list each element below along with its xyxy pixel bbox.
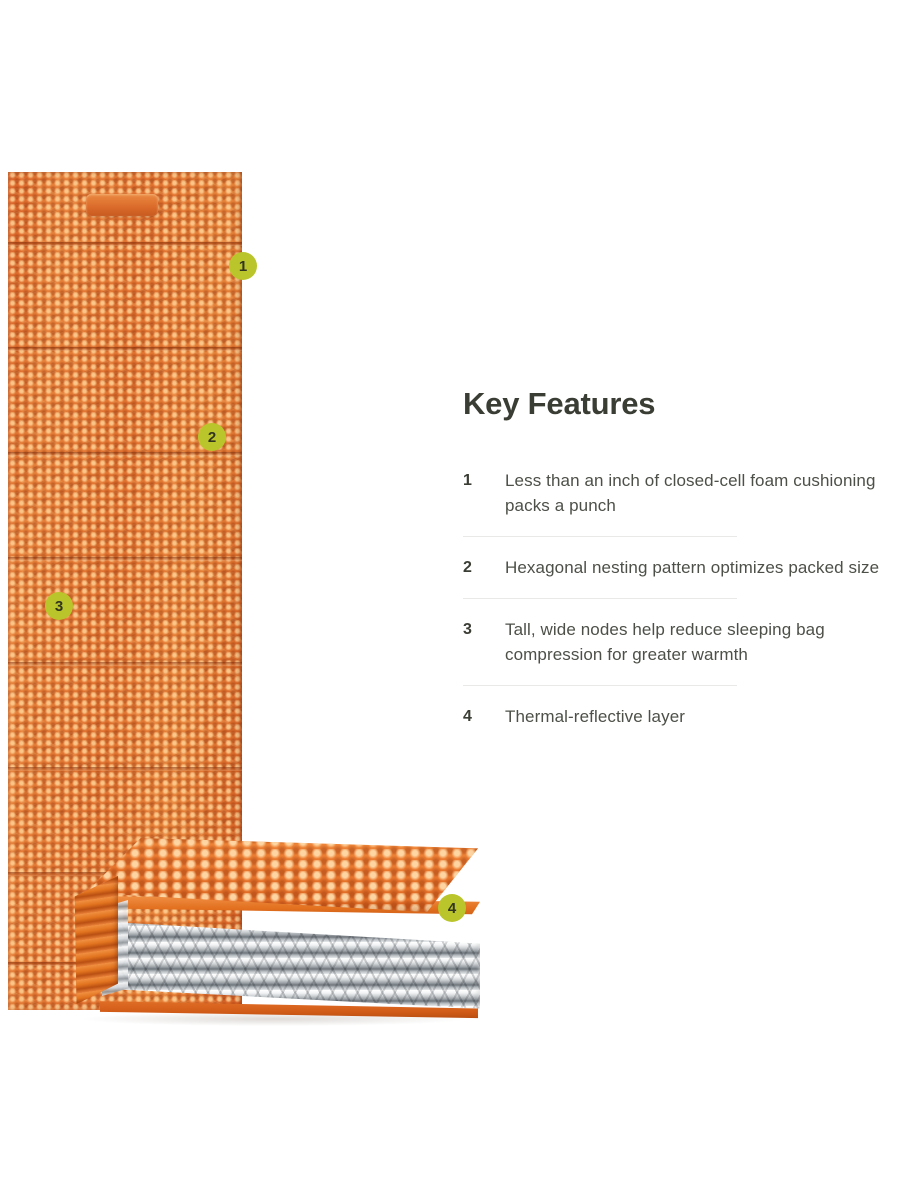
pad-fold-line bbox=[8, 557, 242, 561]
feature-description: Hexagonal nesting pattern optimizes pack… bbox=[505, 558, 880, 577]
callout-badge-3[interactable]: 3 bbox=[45, 592, 73, 620]
feature-number: 4 bbox=[463, 708, 472, 725]
feature-divider bbox=[463, 685, 737, 686]
feature-item-1: 1 Less than an inch of closed-cell foam … bbox=[463, 468, 883, 536]
page-title: Key Features bbox=[463, 386, 656, 421]
feature-item-2: 2 Hexagonal nesting pattern optimizes pa… bbox=[463, 555, 883, 598]
callout-badge-4[interactable]: 4 bbox=[438, 894, 466, 922]
feature-number: 3 bbox=[463, 621, 472, 638]
pad-fold-line bbox=[8, 662, 242, 666]
brand-logo-emboss bbox=[86, 194, 158, 216]
pad-fold-line bbox=[8, 242, 242, 246]
feature-divider bbox=[463, 598, 737, 599]
callout-badge-1[interactable]: 1 bbox=[229, 252, 257, 280]
feature-description: Less than an inch of closed-cell foam cu… bbox=[505, 471, 876, 515]
feature-description: Thermal-reflective layer bbox=[505, 707, 686, 726]
pad-fold-line bbox=[8, 452, 242, 456]
callout-badge-2[interactable]: 2 bbox=[198, 423, 226, 451]
pad-fold-line bbox=[8, 347, 242, 351]
feature-number: 2 bbox=[463, 559, 472, 576]
folded-pad-left-fold-edges bbox=[74, 876, 118, 1004]
feature-item-4: 4 Thermal-reflective layer bbox=[463, 704, 883, 747]
pad-fold-line bbox=[8, 767, 242, 771]
feature-description: Tall, wide nodes help reduce sleeping ba… bbox=[505, 620, 825, 664]
feature-number: 1 bbox=[463, 472, 472, 489]
feature-item-3: 3 Tall, wide nodes help reduce sleeping … bbox=[463, 617, 883, 685]
key-features-panel: Key Features 1 Less than an inch of clos… bbox=[463, 386, 883, 747]
folded-sleeping-pad-image bbox=[72, 838, 484, 1030]
feature-divider bbox=[463, 536, 737, 537]
